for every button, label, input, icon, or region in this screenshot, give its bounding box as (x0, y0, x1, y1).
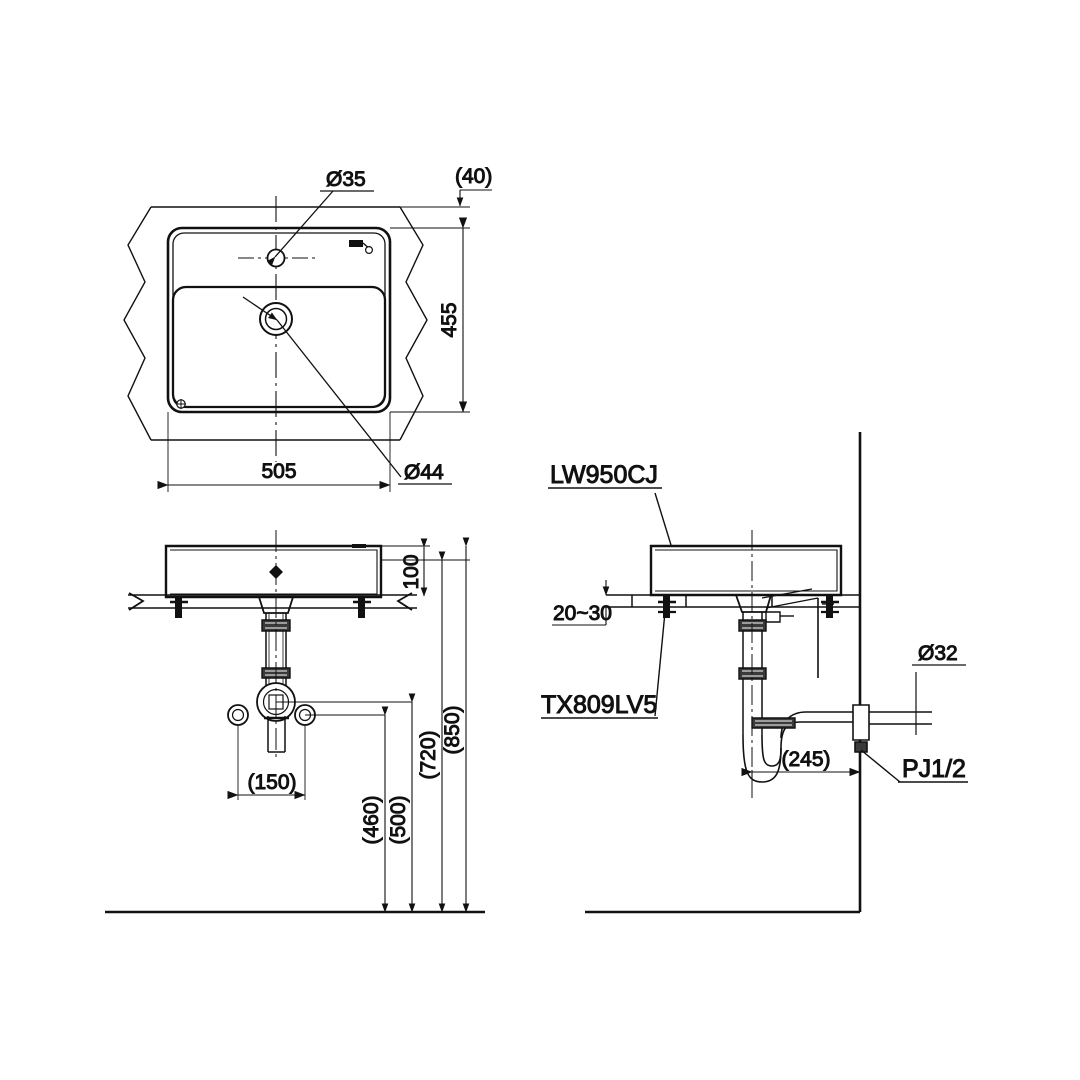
leader-wall-connection (860, 749, 968, 783)
dim-counter-rear-gap (456, 189, 492, 207)
basin-body-front-inner (170, 549, 378, 595)
label-basin-width: 505 (261, 460, 296, 483)
label-basin-depth: 455 (438, 302, 461, 337)
label-drain-hole-dia: Ø44 (404, 461, 444, 484)
label-trap-offset: (245) (781, 748, 830, 771)
label-tap-spacing: (150) (247, 771, 296, 794)
counter-break-line-left (123, 206, 152, 441)
label-waste-pipe-dia: Ø32 (918, 642, 958, 665)
overflow-notch-front (352, 544, 366, 548)
leader-drain-fitting-model (541, 611, 666, 719)
countertop-break-right (396, 592, 413, 611)
basin-body-front (164, 544, 383, 599)
p-trap-nut-side (751, 717, 796, 729)
stop-valve-left (227, 704, 249, 726)
dim-trap-offset (741, 767, 861, 778)
basin-body-side-inner (655, 549, 838, 592)
label-wall-connection: PJ1/2 (902, 755, 966, 783)
label-counter-height: (850) (441, 705, 464, 754)
dim-counter-thickness (552, 580, 610, 626)
front-elevation-group: 100 (150) (460) (500) (720) (850) (105, 530, 485, 914)
overflow-marker-icon (349, 240, 374, 255)
mounting-clamp-side-right (821, 596, 839, 618)
label-counter-rear-gap: (40) (455, 165, 492, 188)
trap-outlet-front (264, 716, 289, 753)
countertop-break-left (128, 592, 145, 611)
centerline-diamond-front (269, 565, 283, 579)
basin-bowl-outline-plan (171, 285, 387, 409)
plan-extension-lines (167, 206, 470, 492)
label-trap-height: (500) (387, 795, 410, 844)
label-drain-fitting-model: TX809LV5 (541, 691, 657, 719)
label-stop-valve-height: (460) (360, 795, 383, 844)
corner-marker-icon (176, 399, 186, 409)
label-basin-height: 100 (400, 554, 423, 589)
label-faucet-hole-dia: Ø35 (326, 168, 366, 191)
leader-basin-model (548, 487, 672, 546)
label-basin-model: LW950CJ (550, 461, 658, 489)
basin-rim-outline-plan (166, 226, 392, 414)
plan-view-group: Ø35 Ø44 (40) 455 505 (123, 165, 493, 492)
popup-lever-side (765, 598, 834, 678)
mounting-clamp-left (170, 596, 188, 618)
counter-break-line-right (399, 206, 428, 441)
faucet-hole-plan (266, 248, 286, 268)
basin-body-side (649, 544, 843, 597)
drain-flange-front (257, 596, 295, 614)
label-counter-thickness: 20~30 (553, 602, 612, 625)
label-drain-height: (720) (417, 730, 440, 779)
mounting-clamp-right (353, 596, 371, 618)
leader-faucet-dia (266, 190, 374, 266)
leader-drain-dia (242, 296, 452, 485)
leader-waste-dia (912, 664, 966, 735)
drain-flange-side (734, 588, 819, 613)
wall-waste-outlet-side (852, 704, 932, 753)
side-elevation-group: Ø32 LW950CJ TX809LV5 PJ1/2 20~30 (541, 432, 968, 914)
